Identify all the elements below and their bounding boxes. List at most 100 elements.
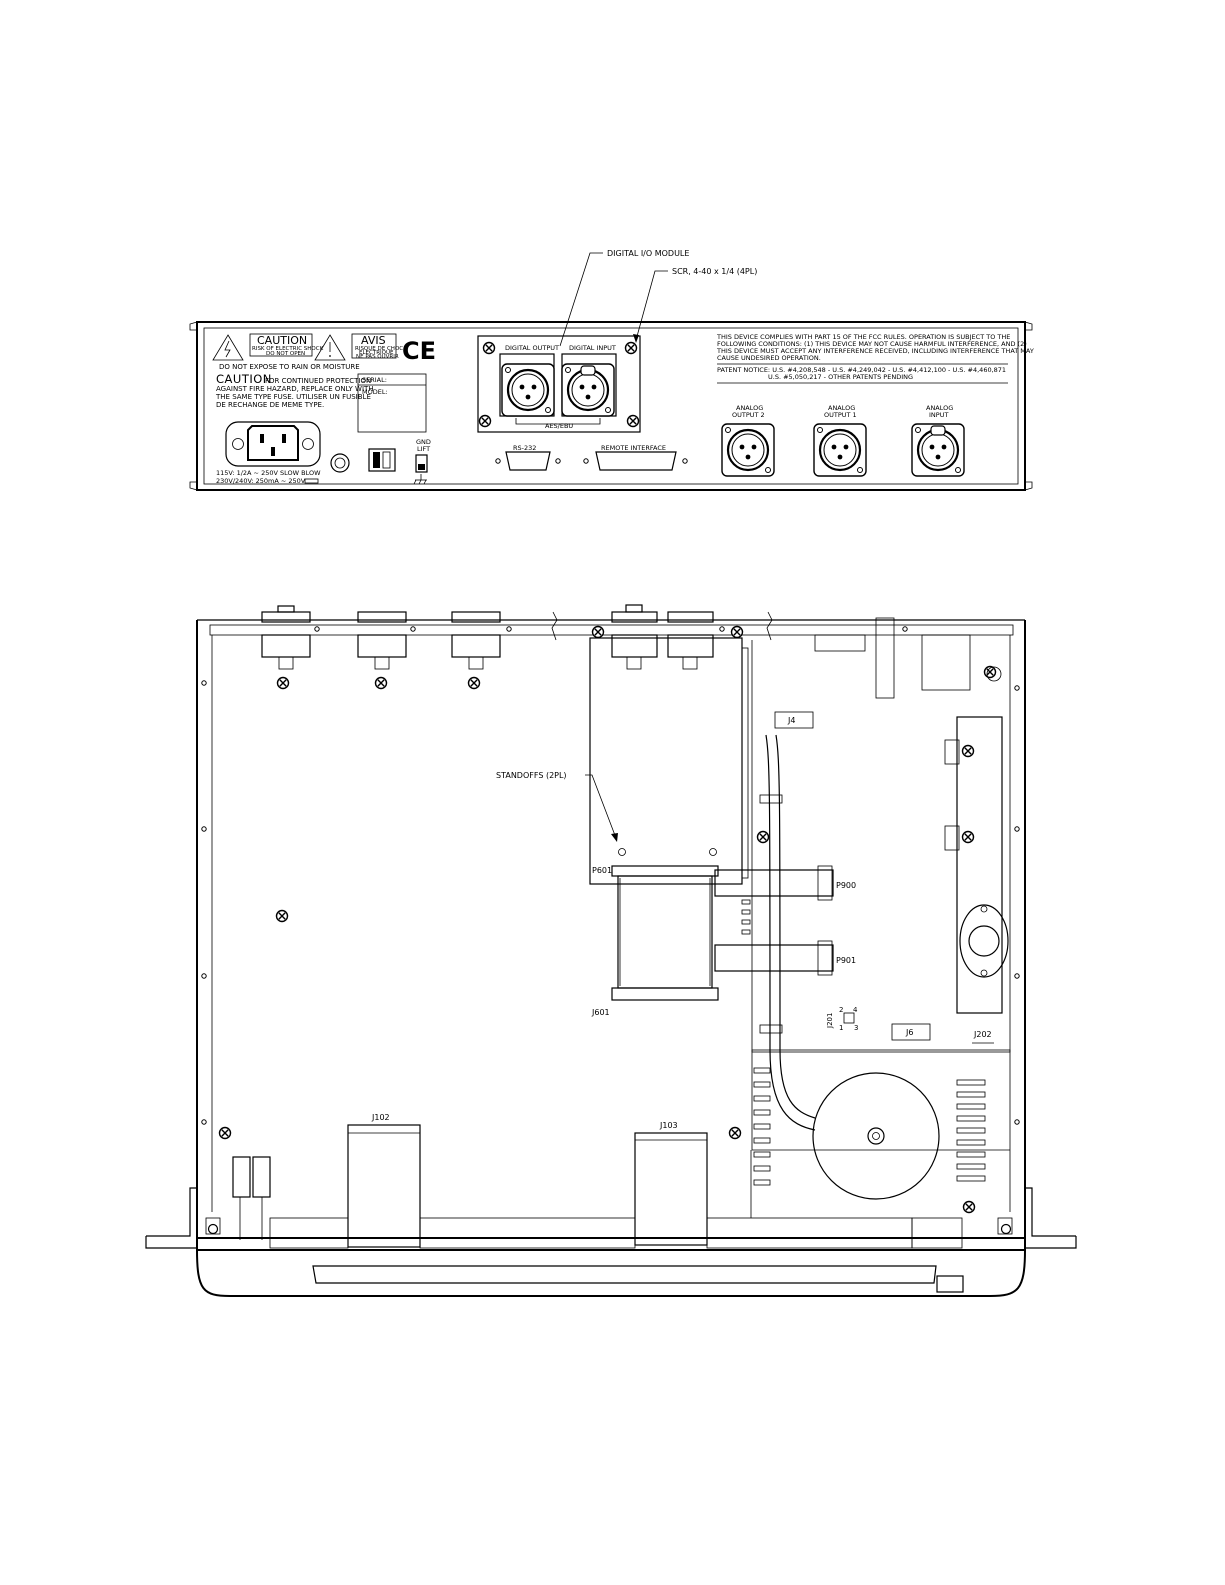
j103-connector: [634, 1132, 708, 1246]
gnd-lift-1: GND: [416, 438, 431, 446]
screw-icon: [626, 414, 640, 428]
callout-digital-io-leader: [559, 252, 603, 347]
j201-pin-4: 4: [853, 1006, 858, 1014]
screw-icon: [962, 1200, 976, 1214]
standoffs-label: STANDOFFS (2PL): [496, 771, 567, 780]
patent-line-1: PATENT NOTICE: U.S. #4,208,548 - U.S. #4…: [717, 366, 1006, 374]
front-panel: [196, 1249, 1026, 1297]
j202-label: J202: [973, 1030, 992, 1039]
fuse-text-2: AGAINST FIRE HAZARD, REPLACE ONLY WITH: [216, 385, 374, 393]
remote-interface-label: REMOTE INTERFACE: [601, 444, 666, 452]
j102-connector: [347, 1124, 421, 1248]
ribbon-cable: [611, 865, 719, 1001]
screw-icon: [591, 625, 605, 639]
fuse-holder: [330, 453, 350, 473]
iec-power-inlet-icon: [225, 421, 321, 467]
screw-icon: [218, 1126, 232, 1140]
moisture-warning: DO NOT EXPOSE TO RAIN OR MOISTURE: [219, 363, 360, 371]
fcc-line-1: THIS DEVICE COMPLIES WITH PART 15 OF THE…: [716, 333, 1010, 341]
avis-box: [351, 333, 397, 359]
j4-label: J4: [787, 716, 795, 725]
j102-label: J102: [371, 1113, 390, 1122]
analog-input-label-a: ANALOG: [926, 404, 953, 412]
caution-label: CAUTION: [257, 334, 307, 347]
p601-label: P601: [592, 866, 612, 875]
screw-icon: [275, 909, 289, 923]
screw-icon: [756, 830, 770, 844]
screw-icon: [374, 676, 388, 690]
screw-icon: [478, 414, 492, 428]
caution-big: CAUTION: [216, 372, 272, 386]
gnd-lift-switch: [415, 454, 428, 473]
j6-label: J6: [905, 1028, 913, 1037]
p901-label: P901: [836, 956, 856, 965]
power-rating-2: 230V/240V: 250mA ~ 250V: [216, 477, 306, 485]
voltage-selector: [368, 448, 396, 472]
fcc-line-3: THIS DEVICE MUST ACCEPT ANY INTERFERENCE…: [716, 347, 1034, 355]
screw-icon: [276, 676, 290, 690]
j601-label: J601: [591, 1008, 610, 1017]
xlr-connector-icon: [560, 362, 616, 418]
xlr-connector-icon: [500, 362, 556, 418]
fuse-text-1: FOR CONTINUED PROTECTION: [265, 377, 371, 385]
xlr-connector-icon: [720, 422, 776, 478]
ce-mark-icon: CE: [402, 337, 436, 365]
digital-input-label: DIGITAL INPUT: [569, 344, 616, 352]
screw-icon: [624, 341, 638, 355]
analog-input-label-b: INPUT: [929, 411, 948, 419]
heatsink-fins-left: [741, 899, 771, 1186]
callout-screw: SCR, 4-40 x 1/4 (4PL): [672, 267, 757, 276]
callout-screw-leader: [635, 270, 668, 341]
heatsink-fins-right: [956, 1079, 986, 1182]
digital-output-label: DIGITAL OUTPUT: [505, 344, 559, 352]
rs232-label: RS-232: [513, 444, 536, 452]
toroidal-transformer-icon: [812, 1072, 940, 1200]
caution-sub-1: RISK OF ELECTRIC SHOCK: [252, 346, 324, 352]
fuse-holder-oval: [959, 904, 1009, 978]
front-panel-recess: [312, 1265, 937, 1284]
j201-pin-2: 2: [839, 1006, 843, 1014]
rs232-connector: [495, 451, 561, 471]
fuse-text-4: DE RECHANGE DE MEME TYPE.: [216, 401, 324, 409]
analog-output-2-label-a: ANALOG: [736, 404, 763, 412]
remote-interface-connector: [583, 451, 688, 471]
rear-panel: DIGITAL I/O MODULE SCR, 4-40 x 1/4 (4PL)…: [189, 249, 1034, 491]
digital-io-module: DIGITAL OUTPUT DIGITAL INPUT AES/EBU: [477, 335, 641, 433]
aes-ebu-label: AES/EBU: [545, 422, 573, 430]
avis-sub-2: ELECTRIQUE: [359, 350, 394, 356]
j103-label: J103: [659, 1121, 678, 1130]
j201-pin-3: 3: [854, 1024, 858, 1032]
p900-label: P900: [836, 881, 856, 890]
j201-label: J201: [826, 1013, 834, 1029]
avis-sub-3: NE PAS OUVRIR: [356, 354, 399, 360]
fcc-line-2: FOLLOWING CONDITIONS: (1) THIS DEVICE MA…: [717, 340, 1027, 348]
xlr-connector-icon: [910, 422, 966, 478]
digital-io-board: [589, 637, 743, 885]
warning-triangle-icon: [314, 334, 346, 361]
warning-triangle-icon: [212, 334, 244, 361]
top-view: STANDOFFS (2PL) P601 J601 J4: [145, 604, 1077, 1297]
patent-line-2: U.S. #5,050,217 - OTHER PATENTS PENDING: [768, 373, 913, 381]
fcc-line-4: CAUSE UNDESIRED OPERATION.: [717, 354, 821, 362]
analog-output-1-label-b: OUTPUT 1: [824, 411, 857, 419]
screw-icon: [961, 744, 975, 758]
analog-output-1-label-a: ANALOG: [828, 404, 855, 412]
analog-output-2-label-b: OUTPUT 2: [732, 411, 765, 419]
top-xlr-connectors: [261, 604, 971, 699]
caution-sub-2: DO NOT OPEN: [266, 351, 305, 357]
model-label: MODEL:: [362, 388, 388, 396]
gnd-lift-2: LIFT: [417, 445, 430, 453]
cable-harness: [759, 734, 816, 1131]
callout-digital-io: DIGITAL I/O MODULE: [607, 249, 689, 258]
avis-sub-1: RISQUE DE CHOC: [355, 346, 403, 352]
screw-icon: [482, 341, 496, 355]
j201-pin-1: 1: [839, 1024, 843, 1032]
j6-connector: [891, 1023, 931, 1041]
power-rating-1: 115V: 1/2A ~ 250V SLOW BLOW: [216, 469, 321, 477]
caution-box: [249, 333, 313, 357]
serial-model-plate: [357, 373, 427, 433]
xlr-connector-icon: [812, 422, 868, 478]
power-supply-bracket: [956, 716, 1003, 1014]
screw-icon: [730, 625, 744, 639]
